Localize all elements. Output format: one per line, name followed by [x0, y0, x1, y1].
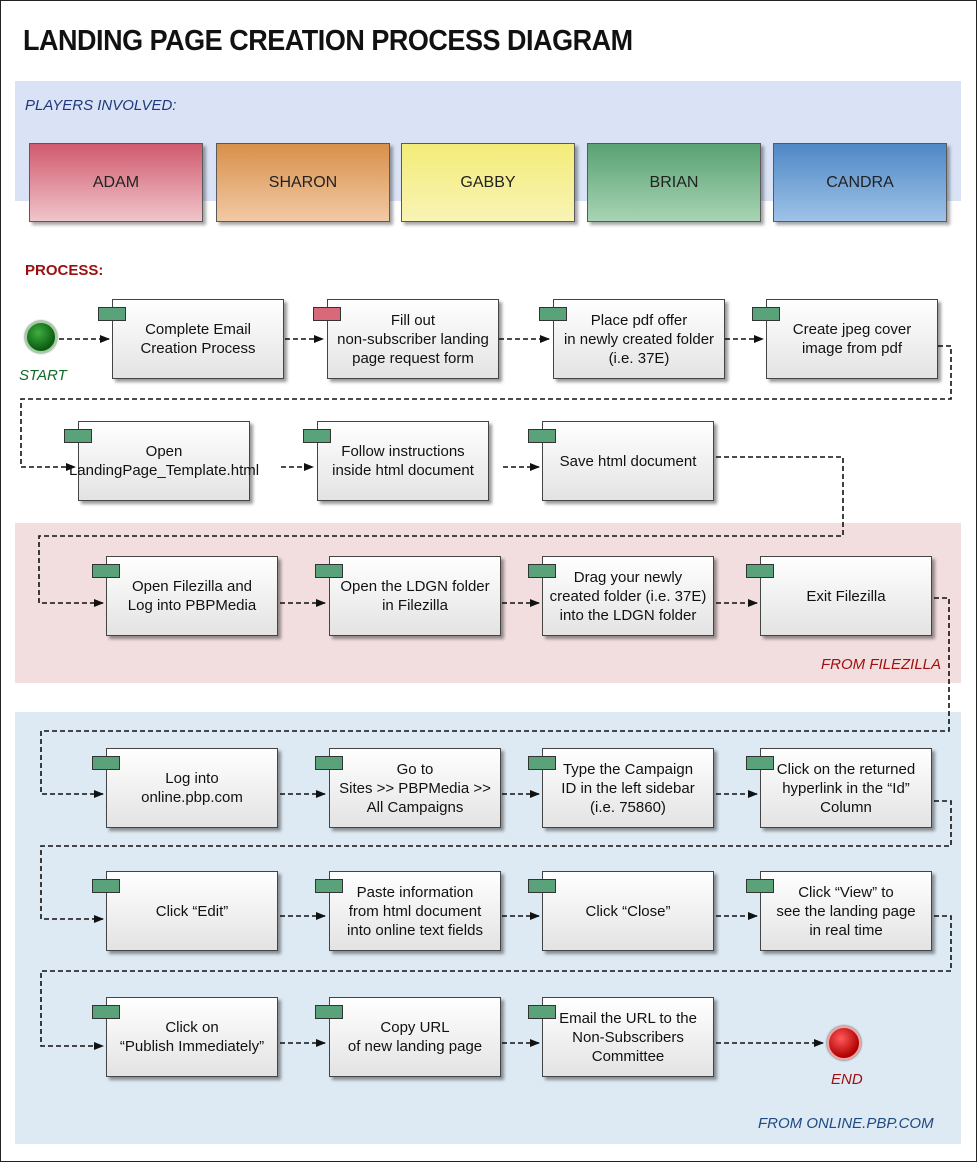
- player-candra: CANDRA: [773, 143, 947, 222]
- process-step: Type the Campaign ID in the left sidebar…: [542, 748, 714, 828]
- process-step-text: Paste information from html document int…: [347, 883, 483, 939]
- process-step: Open the LDGN folder in Filezilla: [329, 556, 501, 636]
- process-step-text: Go to Sites >> PBPMedia >> All Campaigns: [339, 760, 491, 816]
- process-step: Fill out non-subscriber landing page req…: [327, 299, 499, 379]
- process-step: Place pdf offer in newly created folder …: [553, 299, 725, 379]
- process-step-text: Click on the returned hyperlink in the “…: [776, 760, 916, 816]
- owner-tab-brian: [528, 879, 556, 893]
- process-step: Copy URL of new landing page: [329, 997, 501, 1077]
- process-step: Save html document: [542, 421, 714, 501]
- process-step-text: Copy URL of new landing page: [347, 1019, 483, 1055]
- owner-tab-brian: [315, 564, 343, 578]
- flow-arrow: [40, 597, 950, 798]
- process-step-text: Click “Edit”: [155, 902, 229, 920]
- end-node: [827, 1026, 861, 1060]
- owner-tab-brian: [64, 429, 92, 443]
- process-step: Paste information from html document int…: [329, 871, 501, 951]
- owner-tab-brian: [528, 429, 556, 443]
- process-step: Click “View” to see the landing page in …: [760, 871, 932, 951]
- owner-tab-brian: [746, 564, 774, 578]
- process-step-text: Place pdf offer in newly created folder …: [563, 311, 715, 367]
- process-step: Go to Sites >> PBPMedia >> All Campaigns: [329, 748, 501, 828]
- process-step: Click “Edit”: [106, 871, 278, 951]
- process-step-text: Open Filezilla and Log into PBPMedia: [127, 578, 257, 614]
- player-adam: ADAM: [29, 143, 203, 222]
- process-step: Click “Close”: [542, 871, 714, 951]
- process-step-text: Click “View” to see the landing page in …: [776, 883, 916, 939]
- owner-tab-brian: [528, 1005, 556, 1019]
- filezilla-section-label: FROM FILEZILLA: [821, 656, 942, 673]
- process-step: Click on the returned hyperlink in the “…: [760, 748, 932, 828]
- player-sharon: SHARON: [216, 143, 390, 222]
- process-step: Open Filezilla and Log into PBPMedia: [106, 556, 278, 636]
- process-step-text: Log into online.pbp.com: [141, 770, 243, 806]
- process-step-text: Open LandingPage_Template.html: [68, 443, 260, 479]
- process-step: Open LandingPage_Template.html: [69, 421, 259, 501]
- owner-tab-brian: [315, 1005, 343, 1019]
- process-step-text: Click “Close”: [585, 902, 671, 920]
- end-label: END: [831, 1071, 863, 1088]
- owner-tab-brian: [528, 756, 556, 770]
- process-step: Complete Email Creation Process: [112, 299, 284, 379]
- process-step-text: Type the Campaign ID in the left sidebar…: [561, 760, 695, 816]
- owner-tab-brian: [315, 756, 343, 770]
- process-step-text: Fill out non-subscriber landing page req…: [337, 311, 489, 367]
- flow-arrow: [40, 800, 952, 923]
- flow-arrow: [38, 456, 844, 607]
- owner-tab-brian: [315, 879, 343, 893]
- process-step-text: Save html document: [559, 452, 697, 470]
- process-step-text: Create jpeg cover image from pdf: [792, 321, 912, 357]
- owner-tab-brian: [746, 756, 774, 770]
- players-label: PLAYERS INVOLVED:: [25, 97, 177, 114]
- owner-tab-brian: [746, 879, 774, 893]
- process-step: Email the URL to the Non-Subscribers Com…: [542, 997, 714, 1077]
- player-brian: BRIAN: [587, 143, 761, 222]
- process-step-text: Complete Email Creation Process: [140, 321, 256, 357]
- owner-tab-brian: [92, 564, 120, 578]
- process-step: Create jpeg cover image from pdf: [766, 299, 938, 379]
- player-gabby: GABBY: [401, 143, 575, 222]
- start-node: [25, 321, 57, 353]
- process-step-text: Exit Filezilla: [806, 587, 886, 605]
- process-step-text: Email the URL to the Non-Subscribers Com…: [559, 1009, 697, 1065]
- process-step: Click on “Publish Immediately”: [106, 997, 278, 1077]
- flow-arrow: [40, 915, 952, 1050]
- process-step-text: Open the LDGN folder in Filezilla: [340, 578, 490, 614]
- page-title: LANDING PAGE CREATION PROCESS DIAGRAM: [23, 25, 633, 57]
- owner-tab-brian: [92, 756, 120, 770]
- owner-tab-brian: [539, 307, 567, 321]
- owner-tab-brian: [528, 564, 556, 578]
- process-step: Drag your newly created folder (i.e. 37E…: [542, 556, 714, 636]
- owner-tab-brian: [92, 879, 120, 893]
- online-section-label: FROM ONLINE.PBP.COM: [758, 1115, 934, 1132]
- process-step: Exit Filezilla: [760, 556, 932, 636]
- owner-tab-brian: [752, 307, 780, 321]
- owner-tab-brian: [98, 307, 126, 321]
- owner-tab-adam: [313, 307, 341, 321]
- owner-tab-brian: [303, 429, 331, 443]
- flow-arrow: [20, 345, 952, 471]
- start-label: START: [19, 367, 67, 384]
- process-step-text: Click on “Publish Immediately”: [119, 1019, 265, 1055]
- process-step-text: Follow instructions inside html document: [332, 443, 474, 479]
- process-step: Log into online.pbp.com: [106, 748, 278, 828]
- process-label: PROCESS:: [25, 262, 104, 279]
- process-step: Follow instructions inside html document: [317, 421, 489, 501]
- owner-tab-brian: [92, 1005, 120, 1019]
- process-step-text: Drag your newly created folder (i.e. 37E…: [549, 568, 707, 624]
